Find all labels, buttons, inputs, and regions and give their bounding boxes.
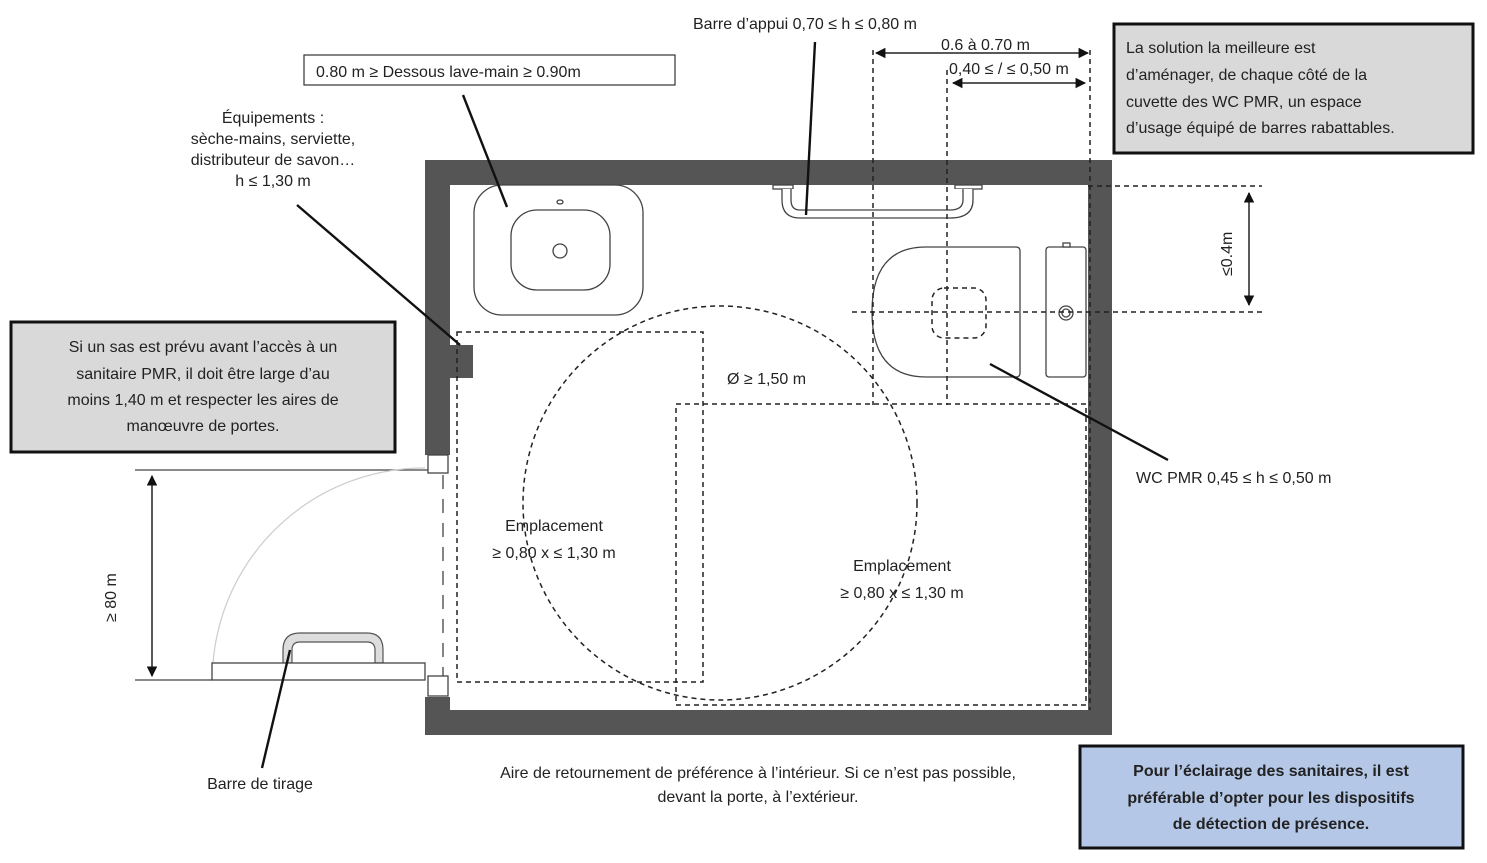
note-line: manœuvre de portes. <box>127 418 280 435</box>
note-eclairage: Pour l’éclairage des sanitaires, il est … <box>1078 744 1465 850</box>
label-emplacement-2-size: ≥ 0,80 x ≤ 1,30 m <box>840 585 963 602</box>
note-line: La solution la meilleure est <box>1126 40 1316 57</box>
washbasin <box>473 184 644 316</box>
label-lave-main: 0.80 m ≥ Dessous lave-main ≥ 0.90m <box>316 64 581 81</box>
label-door-width: ≥ 80 m <box>103 573 120 622</box>
note-line: sanitaire PMR, il doit être large d’au <box>76 366 329 383</box>
label-dim-0.6-0.7: 0.6 à 0.70 m <box>941 37 1030 54</box>
label-emplacement-1: Emplacement <box>505 518 603 535</box>
note-line: Si un sas est prévu avant l’accès à un <box>69 339 338 356</box>
label-wc-pmr: WC PMR 0,45 ≤ h ≤ 0,50 m <box>1136 470 1331 487</box>
door <box>135 467 428 681</box>
note-line: Pour l’éclairage des sanitaires, il est <box>1133 763 1409 780</box>
note-line: d’usage équipé de barres rabattables. <box>1126 120 1395 137</box>
equipements-line: h ≤ 1,30 m <box>235 173 310 190</box>
note-line: moins 1,40 m et respecter les aires de <box>67 392 338 409</box>
label-dim-wc: ≤0.4m <box>1219 232 1236 276</box>
label-dim-0.4-0.5: 0,40 ≤ / ≤ 0,50 m <box>949 61 1069 78</box>
label-barre-tirage: Barre de tirage <box>207 776 313 793</box>
dispenser-fixture <box>450 345 473 378</box>
label-diametre: Ø ≥ 1,50 m <box>727 371 806 388</box>
note-sas: Si un sas est prévu avant l’accès à un s… <box>9 320 397 454</box>
grab-bar <box>772 184 983 219</box>
label-equipements: Équipements : sèche-mains, serviette, di… <box>191 108 356 190</box>
wc-bowl <box>871 242 1087 378</box>
note-line: de détection de présence. <box>1173 816 1370 833</box>
label-aire-retournement-2: devant la porte, à l’extérieur. <box>657 789 858 806</box>
equipements-line: sèche-mains, serviette, <box>191 131 356 148</box>
label-emplacement-2: Emplacement <box>853 558 951 575</box>
lave-main-box <box>303 54 676 86</box>
note-line: cuvette des WC PMR, un espace <box>1126 94 1362 111</box>
leader-lines <box>260 41 1169 769</box>
label-barre-appui: Barre d’appui 0,70 ≤ h ≤ 0,80 m <box>693 16 917 33</box>
note-line: d’aménager, de chaque côté de la <box>1126 67 1367 84</box>
label-emplacement-1-size: ≥ 0,80 x ≤ 1,30 m <box>492 545 615 562</box>
guide-lines <box>456 50 1262 710</box>
label-aire-retournement: Aire de retournement de préférence à l’i… <box>500 765 1016 782</box>
equipements-line: Équipements : <box>222 108 324 127</box>
equipements-line: distributeur de savon… <box>191 152 356 169</box>
note-solution: La solution la meilleure est d’aménager,… <box>1112 22 1475 155</box>
note-line: préférable d’opter pour les dispositifs <box>1127 790 1414 807</box>
